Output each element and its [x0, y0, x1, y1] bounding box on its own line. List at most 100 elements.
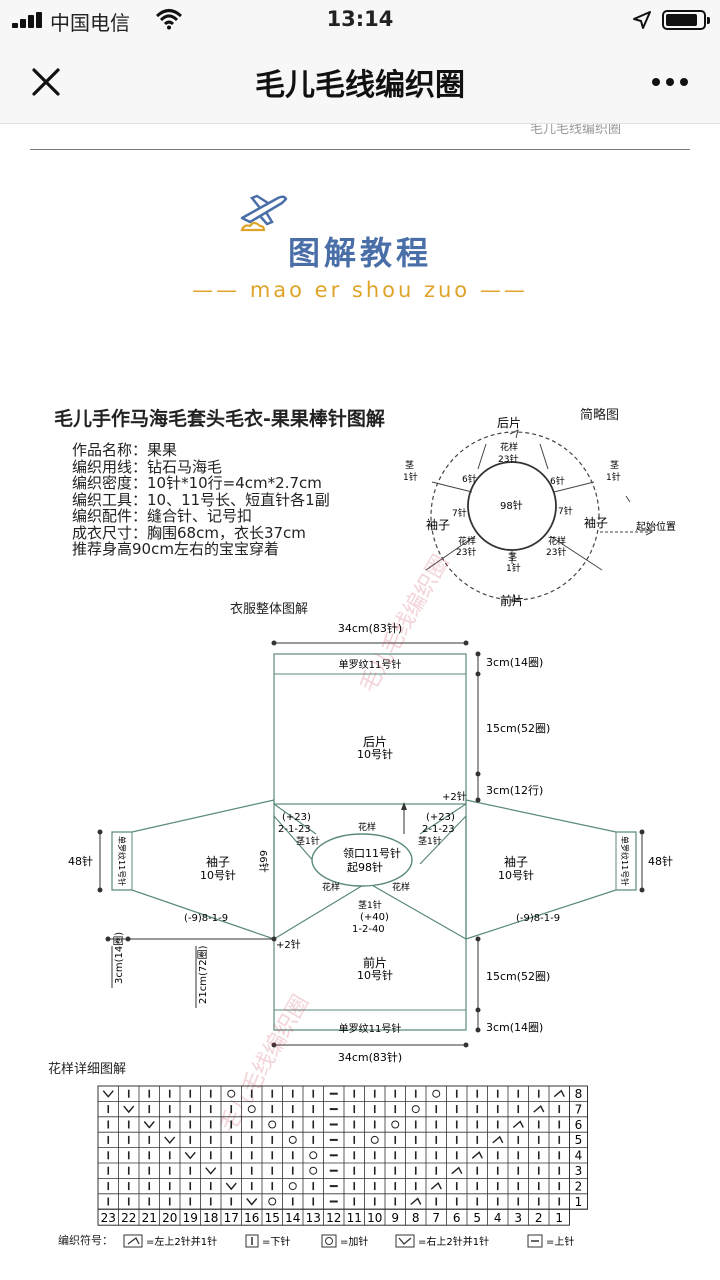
- column-label: 5: [473, 1211, 481, 1225]
- column-label: 10: [367, 1211, 382, 1225]
- inc-right-1: (+23): [426, 812, 455, 823]
- sketch-sleeve-left: 袖子: [426, 517, 450, 532]
- row-label: 1: [575, 1195, 583, 1209]
- sketch-seven-right: 7针: [558, 505, 573, 517]
- nav-bar: 毛儿毛线编织圈: [0, 40, 720, 124]
- dim-bottom-width: 34cm(83针): [338, 1050, 402, 1064]
- dim-3cm-14: 3cm(14圈): [486, 656, 543, 669]
- back-panel-name: 后片: [363, 735, 387, 749]
- sketch-front: 前片: [500, 593, 524, 608]
- sketch-stem-left: 茎: [405, 459, 414, 471]
- rib-top-label: 单罗纹11号针: [339, 658, 402, 671]
- article-graphics: 后片 前片 袖子 袖子 起始位置 98针 茎 1针 茎 1针 茎 1针 花样 2…: [68, 194, 676, 1248]
- plus2-top: +2针: [442, 790, 467, 803]
- overall-diagram: 34cm(83针) 34cm(83针) 单罗纹11号针 单罗纹11号针 后片 1…: [68, 621, 673, 1064]
- column-label: 9: [391, 1211, 399, 1225]
- sketch-center: 98针: [500, 499, 523, 512]
- sketch-six-right: 6针: [550, 475, 565, 487]
- row-label: 2: [575, 1179, 583, 1193]
- sleeve-left-name: 袖子: [206, 854, 230, 869]
- sketch-pattern-left: 花样: [458, 535, 476, 547]
- inc-bottom-1: (+40): [360, 912, 389, 923]
- battery-icon: [662, 10, 710, 30]
- column-label: 19: [183, 1211, 198, 1225]
- dim-3cm-12: 3cm(12行): [486, 784, 543, 797]
- carrier-name: 中国电信: [50, 11, 130, 35]
- pattern-right-label: 花样: [392, 881, 410, 893]
- sketch-stem-left-count: 1针: [403, 471, 418, 483]
- column-label: 4: [494, 1211, 502, 1225]
- neck-label-2: 起98针: [347, 860, 383, 874]
- column-label: 14: [285, 1211, 300, 1225]
- sketch-six-left: 6针: [462, 473, 477, 485]
- watermark: 毛儿毛线编织圈: [530, 124, 622, 137]
- dim-66: 66针: [257, 850, 270, 873]
- sleeve-right-needle: 10号针: [498, 868, 534, 882]
- column-label: 18: [203, 1211, 218, 1225]
- sketch-seven-left: 7针: [452, 507, 467, 519]
- close-button[interactable]: [24, 60, 68, 104]
- pattern-top-label: 花样: [358, 821, 376, 833]
- sketch-pattern-right-count: 23针: [546, 546, 566, 558]
- rib-sleeve-left: 单罗纹11号针: [117, 836, 127, 886]
- column-label: 20: [162, 1211, 177, 1225]
- legend-item-2: =下针: [262, 1235, 290, 1248]
- row-label: 3: [575, 1164, 583, 1178]
- info-line: 编织工具：10、11号长、短直针各1副: [72, 490, 330, 509]
- inc-left-2: 2-1-23: [278, 824, 311, 835]
- rib-sleeve-right: 单罗纹11号针: [620, 836, 630, 886]
- pattern-left-label: 花样: [322, 881, 340, 893]
- dim-left-48: 48针: [68, 854, 93, 868]
- legend-item-1: =左上2针并1针: [146, 1235, 217, 1248]
- more-button[interactable]: [640, 64, 700, 100]
- row-label: 4: [575, 1149, 583, 1163]
- sketch-title: 简略图: [580, 408, 620, 423]
- info-line: 编织配件：缝合针、记号扣: [72, 507, 253, 525]
- sweater-sketch: 后片 前片 袖子 袖子 起始位置 98针 茎 1针 茎 1针 茎 1针 花样 2…: [403, 416, 676, 608]
- sketch-stem-bottom-count: 1针: [506, 562, 521, 574]
- sleeve-left-needle: 10号针: [200, 868, 236, 882]
- sketch-start: 起始位置: [636, 520, 676, 533]
- sketch-pattern-top-count: 23针: [498, 453, 518, 465]
- sleeve-3cm: 3cm(14圈): [113, 932, 125, 984]
- wifi-icon: [156, 9, 182, 30]
- sleeve-21cm: 21cm(72圈): [197, 945, 209, 1004]
- column-label: 17: [224, 1211, 239, 1225]
- status-bar: 中国电信 13:14: [0, 0, 720, 40]
- column-label: 11: [347, 1211, 362, 1225]
- column-label: 6: [453, 1211, 461, 1225]
- sketch-stem-right-count: 1针: [606, 471, 621, 483]
- column-label: 15: [265, 1211, 280, 1225]
- row-label: 5: [575, 1133, 583, 1147]
- row-label: 6: [575, 1118, 583, 1132]
- column-label: 8: [412, 1211, 420, 1225]
- rib-bottom-label: 单罗纹11号针: [339, 1022, 402, 1035]
- sleeve-right-name: 袖子: [504, 854, 528, 869]
- sketch-back: 后片: [497, 416, 521, 430]
- inc-left-1: (+23): [282, 812, 311, 823]
- info-line: 编织用线：钻石马海毛: [72, 457, 223, 476]
- watermark-diagonal-2: 毛儿毛线编织圈: [216, 991, 315, 1137]
- close-icon: [32, 68, 60, 96]
- clock: 13:14: [326, 7, 394, 31]
- page-title: 毛儿毛线编织圈: [255, 68, 465, 103]
- inc-right-2: 2-1-23: [422, 824, 455, 835]
- overall-diagram-title: 衣服整体图解: [230, 602, 309, 617]
- dim-top-width: 34cm(83针): [338, 621, 402, 635]
- inc-left-3: 茎1针: [296, 835, 320, 847]
- column-label: 2: [535, 1211, 543, 1225]
- dim-right-48: 48针: [648, 854, 673, 868]
- sketch-pattern-left-count: 23针: [456, 546, 476, 558]
- tutorial-title: 图解教程: [287, 234, 432, 272]
- legend-item-4: =右上2针并1针: [418, 1235, 489, 1248]
- legend-item-3: =加针: [340, 1235, 368, 1248]
- dim-3cm-14b: 3cm(14圈): [486, 1021, 543, 1034]
- front-panel-name: 前片: [363, 955, 387, 970]
- sketch-pattern-top: 花样: [500, 441, 518, 453]
- info-line: 作品名称：果果: [72, 441, 178, 459]
- sketch-sleeve-right: 袖子: [584, 515, 608, 530]
- dec-left: (-9)8-1-9: [184, 913, 228, 924]
- pattern-info: 作品名称：果果 编织用线：钻石马海毛 编织密度：10针*10行=4cm*2.7c…: [72, 442, 330, 558]
- tutorial-subtitle: —— mao er shou zuo ——: [192, 278, 528, 302]
